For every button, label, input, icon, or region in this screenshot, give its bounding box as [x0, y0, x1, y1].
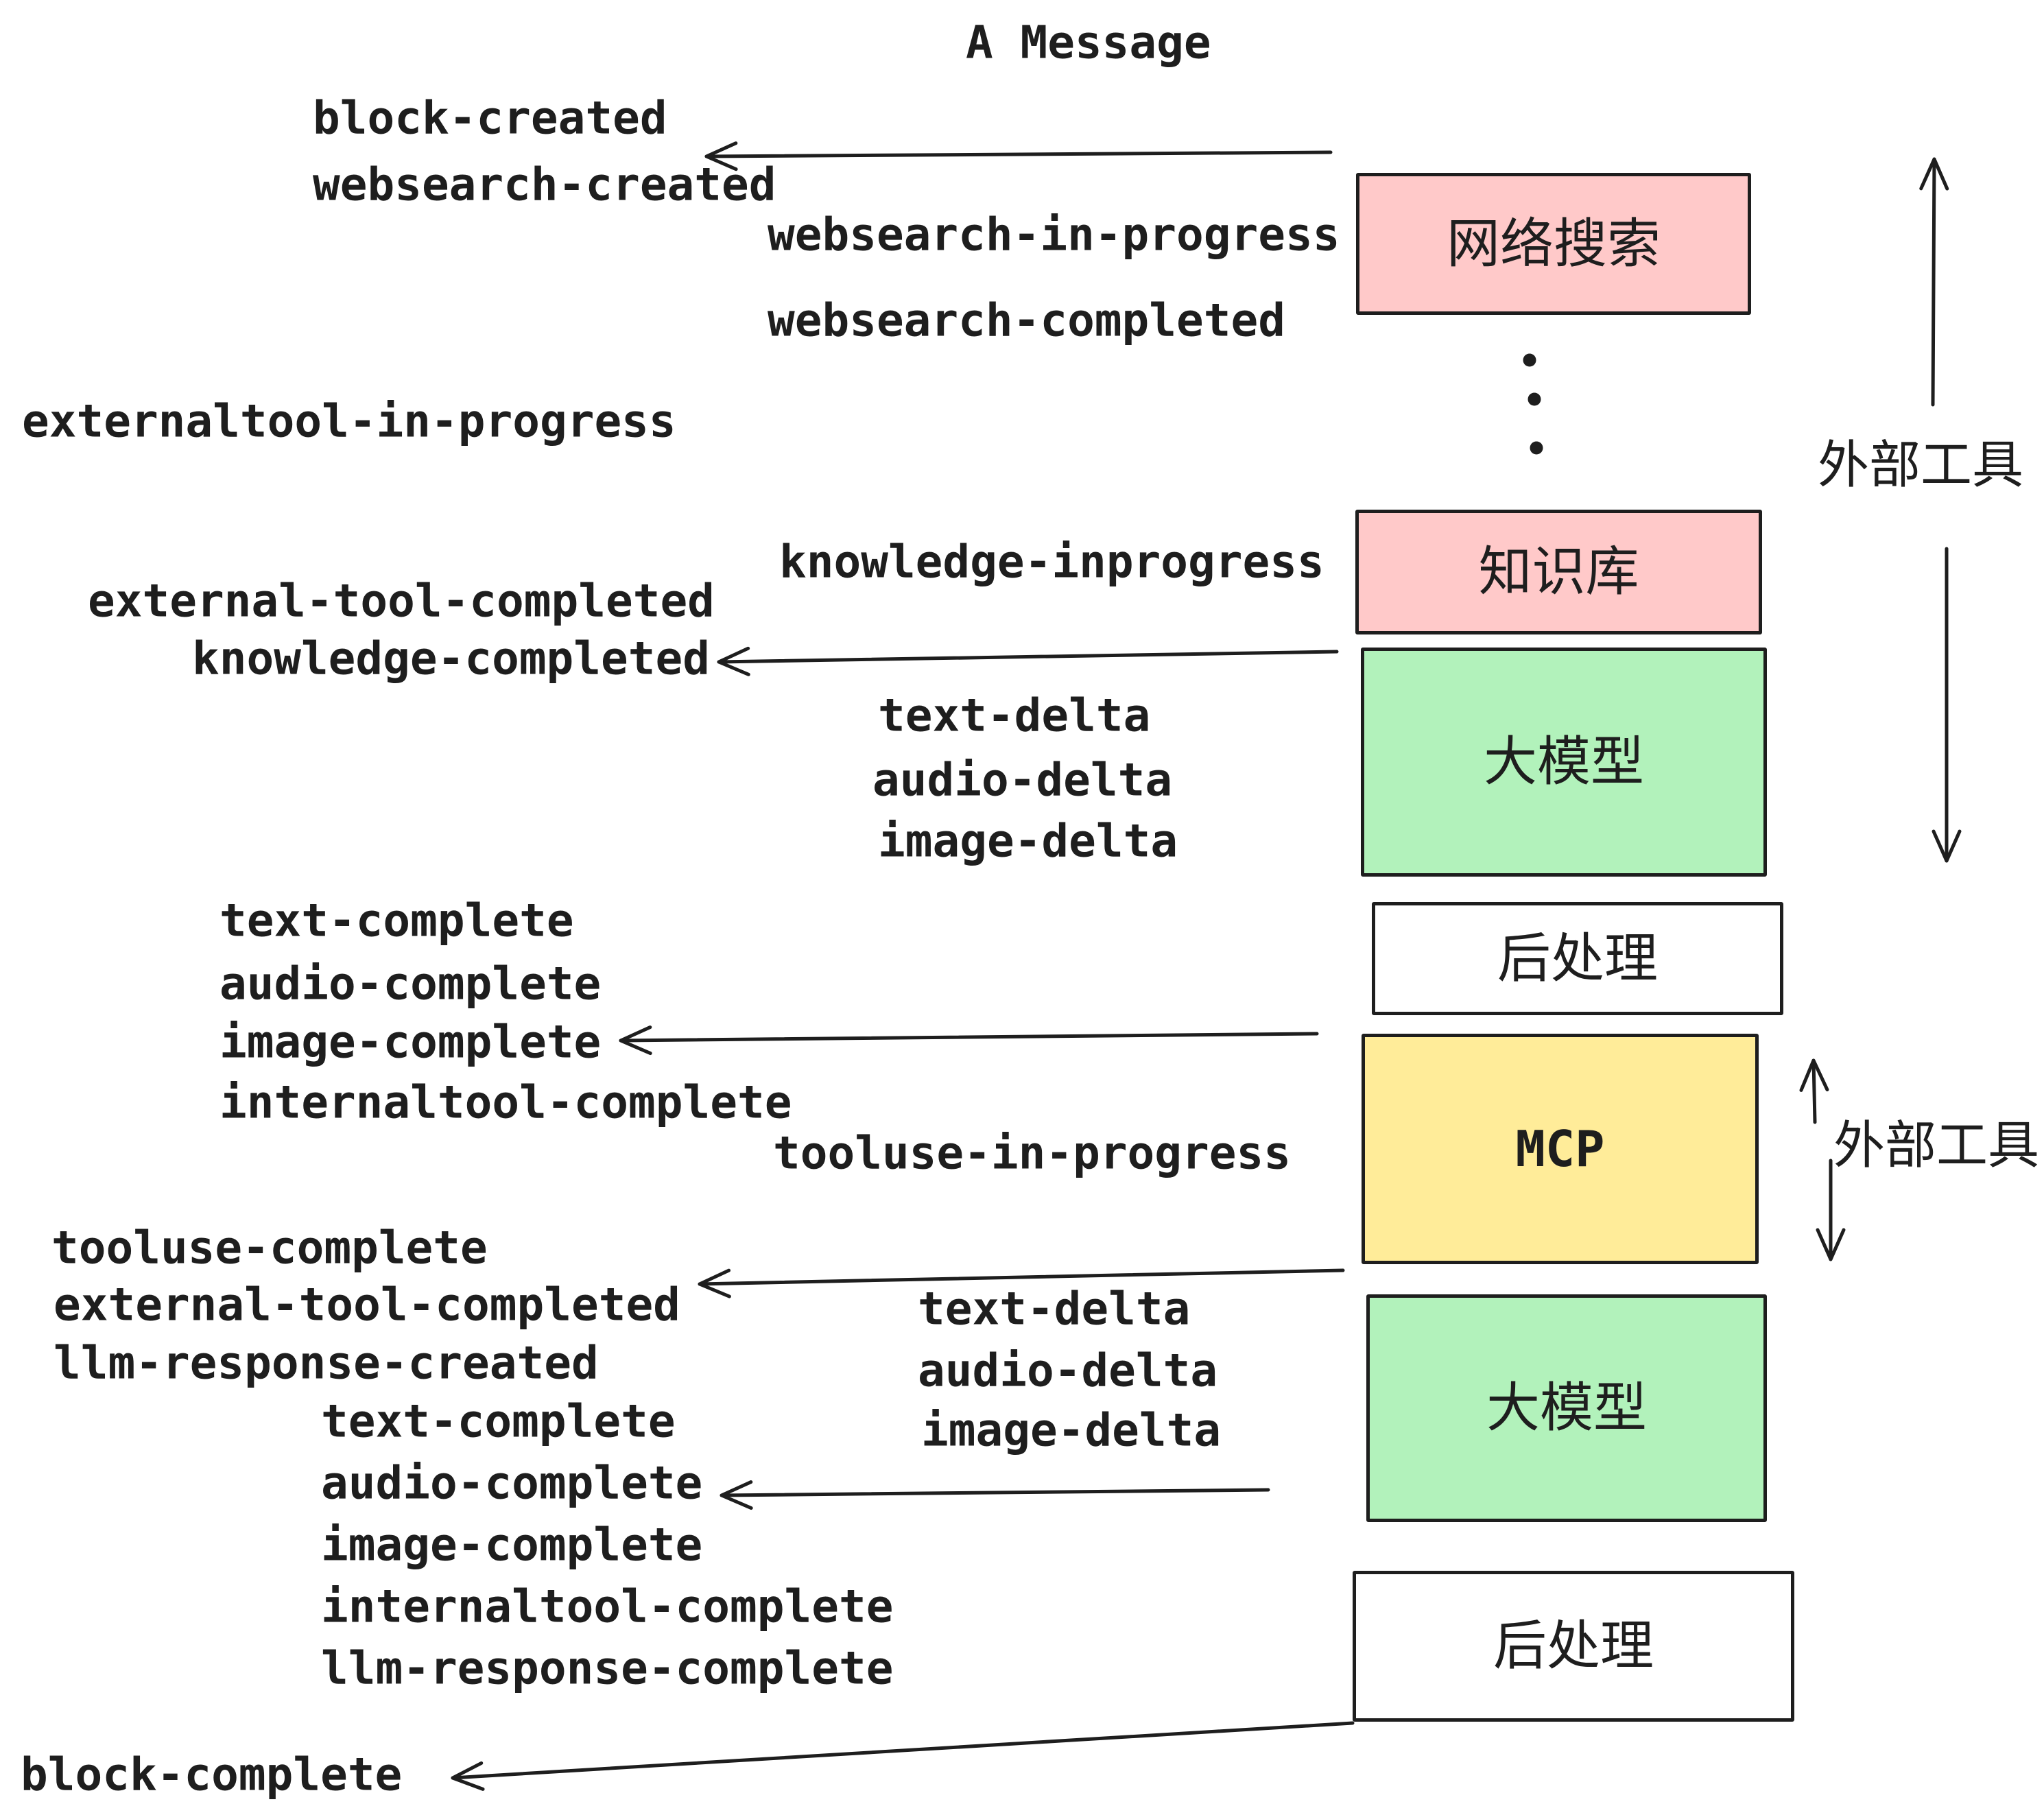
- event-label-image-complete: image-complete: [321, 1518, 703, 1571]
- event-label-block-created: block-created: [313, 91, 667, 145]
- event-label-internaltool-complete: internaltool-complete: [321, 1580, 894, 1633]
- event-label-tooluse-complete: tooluse-complete: [51, 1221, 488, 1274]
- event-label-llm-response-complete: llm-response-complete: [321, 1641, 894, 1695]
- event-label-websearch-created: websearch-created: [313, 158, 776, 211]
- event-label-audio-delta: audio-delta: [918, 1344, 1218, 1397]
- event-label-knowledge-completed: knowledge-completed: [192, 632, 710, 685]
- box-llm-2: 大模型: [1366, 1294, 1767, 1522]
- box-websearch-label: 网络搜索: [1446, 213, 1661, 275]
- external-tools-2-label: 外部工具: [1833, 1115, 2040, 1176]
- ellipsis-dot-3: [1530, 441, 1543, 455]
- box-post-1-label: 后处理: [1497, 927, 1658, 990]
- arrow-3: [619, 1025, 1319, 1056]
- event-label-block-complete: block-complete: [21, 1748, 403, 1801]
- event-label-text-delta: text-delta: [878, 689, 1151, 742]
- arrow-2: [717, 646, 1339, 676]
- event-label-external-tool-completed: external-tool-completed: [54, 1278, 680, 1331]
- ellipsis-dot-2: [1528, 392, 1541, 406]
- box-mcp: MCP: [1362, 1034, 1759, 1264]
- arrow-6: [451, 1721, 1355, 1791]
- box-knowledge-label: 知识库: [1478, 541, 1639, 603]
- arrow-4: [698, 1268, 1345, 1298]
- event-label-tooluse-in-progress: tooluse-in-progress: [773, 1126, 1291, 1180]
- box-post-1: 后处理: [1372, 902, 1783, 1015]
- event-label-audio-delta: audio-delta: [872, 753, 1173, 807]
- box-mcp-label: MCP: [1515, 1120, 1605, 1178]
- external-tools-1-label: 外部工具: [1818, 434, 2024, 495]
- event-label-websearch-in-progress: websearch-in-progress: [768, 208, 1340, 261]
- event-label-image-complete: image-complete: [219, 1015, 602, 1069]
- event-label-external-tool-completed: external-tool-completed: [88, 574, 715, 628]
- event-label-audio-complete: audio-complete: [321, 1456, 703, 1510]
- box-llm-2-label: 大模型: [1486, 1377, 1647, 1439]
- event-label-audio-complete: audio-complete: [219, 957, 602, 1010]
- event-label-image-delta: image-delta: [921, 1403, 1222, 1457]
- event-label-websearch-completed: websearch-completed: [768, 294, 1285, 347]
- event-label-llm-response-created: llm-response-created: [54, 1336, 599, 1390]
- arrow-7: [1919, 157, 1949, 407]
- box-llm-1-label: 大模型: [1483, 731, 1644, 793]
- arrow-1: [704, 141, 1333, 171]
- event-label-text-delta: text-delta: [918, 1282, 1191, 1336]
- arrow-9: [1799, 1058, 1829, 1124]
- box-llm-1: 大模型: [1361, 648, 1767, 877]
- event-label-image-delta: image-delta: [878, 814, 1178, 868]
- ellipsis-dot-1: [1523, 353, 1536, 367]
- box-knowledge: 知识库: [1355, 510, 1762, 634]
- event-label-text-complete: text-complete: [219, 894, 574, 947]
- box-post-2-label: 后处理: [1493, 1615, 1654, 1677]
- event-label-knowledge-inprogress: knowledge-inprogress: [779, 535, 1324, 589]
- box-post-2: 后处理: [1353, 1571, 1794, 1722]
- diagram-title: A Message: [966, 16, 1211, 69]
- arrow-5: [720, 1480, 1270, 1510]
- box-websearch: 网络搜索: [1356, 173, 1751, 315]
- event-label-text-complete: text-complete: [321, 1394, 676, 1448]
- event-label-externaltool-in-progress: externaltool-in-progress: [22, 394, 676, 448]
- event-label-internaltool-complete: internaltool-complete: [219, 1076, 792, 1129]
